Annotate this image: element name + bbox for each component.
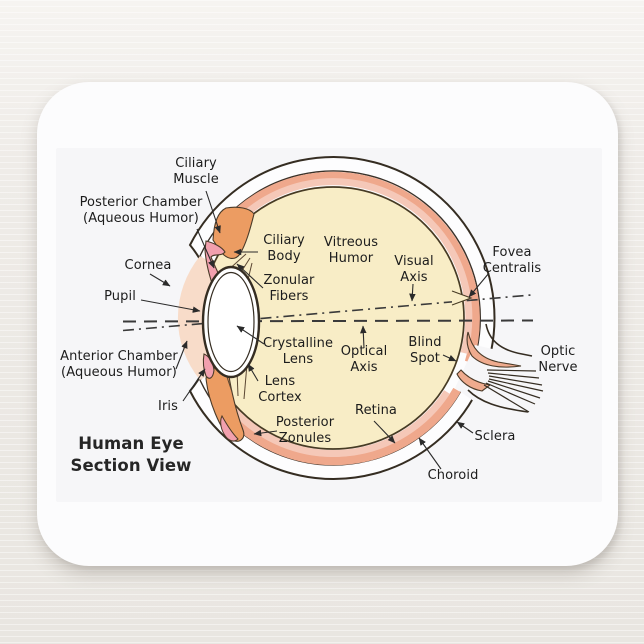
- label-ciliary-body: Ciliary Body: [263, 233, 305, 264]
- label-optic-nerve: Optic Nerve: [538, 344, 578, 375]
- label-posterior-chamber: Posterior Chamber (Aqueous Humor): [79, 195, 203, 226]
- label-anterior-chamber: Anterior Chamber (Aqueous Humor): [60, 349, 178, 380]
- label-optical-axis: Optical Axis: [340, 344, 388, 375]
- diagram-title: Human Eye Section View: [70, 434, 192, 475]
- label-retina: Retina: [355, 403, 397, 419]
- label-sclera: Sclera: [474, 429, 516, 445]
- label-choroid: Choroid: [427, 468, 479, 484]
- label-ciliary-muscle: Ciliary Muscle: [173, 156, 219, 187]
- label-zonular-fibers: Zonular Fibers: [263, 273, 315, 304]
- label-visual-axis: Visual Axis: [394, 254, 434, 285]
- label-posterior-zonules: Posterior Zonules: [275, 415, 335, 446]
- label-vitreous-humor: Vitreous Humor: [323, 235, 379, 266]
- label-iris: Iris: [158, 399, 178, 415]
- label-crystalline-lens: Crystalline Lens: [262, 336, 334, 367]
- label-cornea: Cornea: [124, 258, 172, 274]
- label-blind-spot: Blind Spot: [408, 335, 442, 366]
- label-lens-cortex: Lens Cortex: [258, 374, 302, 405]
- label-pupil: Pupil: [104, 289, 136, 305]
- label-fovea-centralis: Fovea Centralis: [482, 245, 542, 276]
